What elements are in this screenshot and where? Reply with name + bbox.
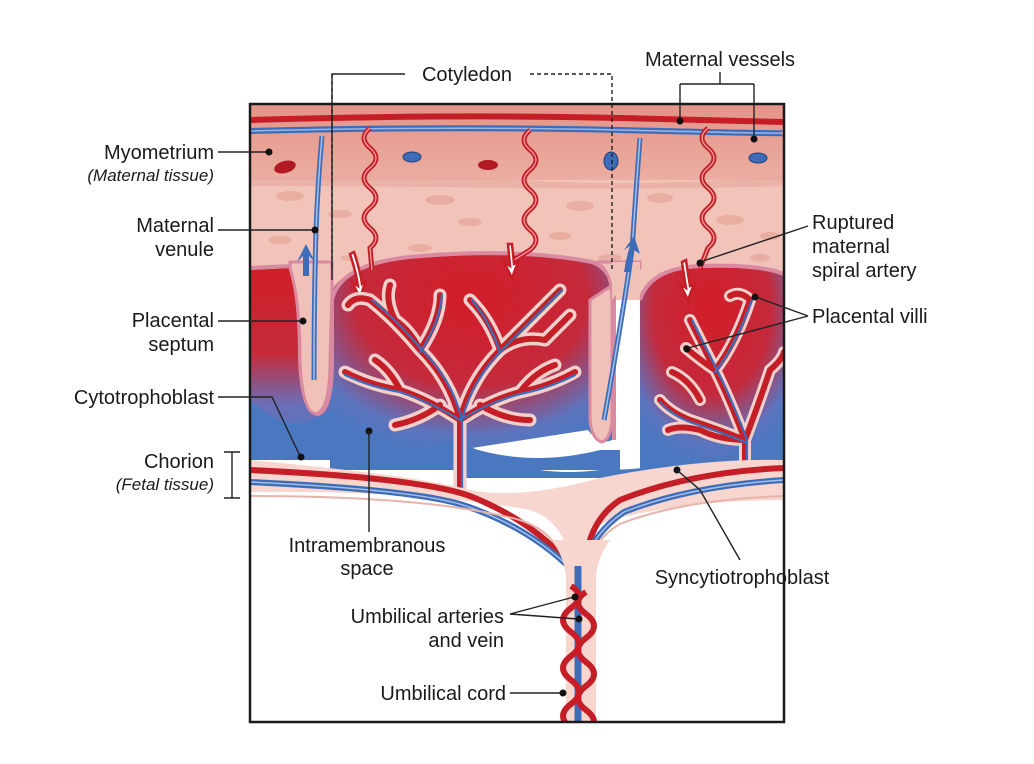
villous-tree-right: [654, 287, 784, 486]
label-placental-villi: Placental villi: [812, 306, 928, 328]
chorionic-plate: [250, 459, 784, 560]
label-intramembranous-line2: space: [340, 558, 393, 580]
umbilical-av-callout: Umbilical arteries and vein: [351, 593, 583, 652]
maternal-venule-callout: Maternal venule: [136, 215, 319, 261]
label-maternal-venule-line1: Maternal: [136, 215, 214, 237]
spiral-arteries: [361, 126, 717, 271]
venous-return-arrows: [297, 236, 640, 276]
myometrium-callout: Myometrium (Maternal tissue): [87, 142, 273, 185]
ruptured-artery-callout: Ruptured maternal spiral artery: [696, 212, 916, 282]
placental-septum-left: [288, 260, 334, 416]
maternal-vessels-callout: Maternal vessels: [645, 49, 795, 143]
villous-tree-center: [338, 278, 582, 497]
placental-septum-callout: Placental septum: [132, 310, 307, 356]
cotyledon-bracket: Cotyledon: [331, 64, 613, 280]
label-placental-septum-line1: Placental: [132, 310, 214, 332]
intramembranous-callout: Intramembranous space: [289, 427, 446, 580]
label-myometrium-sub: (Maternal tissue): [87, 166, 214, 185]
diagram-frame: [248, 102, 786, 724]
label-ruptured-line2: maternal: [812, 236, 890, 258]
arterial-flow-arrows: [348, 242, 697, 304]
label-ruptured-line3: spiral artery: [812, 260, 916, 282]
syncytiotrophoblast-callout: Syncytiotrophoblast: [655, 466, 830, 589]
umbilical-vessels: [560, 566, 597, 722]
cytotrophoblast-callout: Cytotrophoblast: [74, 387, 305, 461]
label-chorion-sub: (Fetal tissue): [116, 475, 214, 494]
label-umbilical-av-line1: Umbilical arteries: [351, 606, 504, 628]
chorion-callout: Chorion (Fetal tissue): [116, 451, 240, 499]
placental-villi-callout: Placental villi: [683, 293, 928, 353]
label-maternal-venule-line2: venule: [155, 239, 214, 261]
tissue-texture: [268, 191, 780, 265]
label-umbilical-av-line2: and vein: [428, 630, 504, 652]
label-maternal-vessels: Maternal vessels: [645, 49, 795, 71]
label-chorion: Chorion: [144, 451, 214, 473]
label-umbilical-cord: Umbilical cord: [380, 683, 506, 705]
label-cytotrophoblast: Cytotrophoblast: [74, 387, 215, 409]
label-intramembranous-line1: Intramembranous: [289, 535, 446, 557]
cross-section: [250, 104, 784, 722]
umbilical-cord-callout: Umbilical cord: [380, 683, 567, 705]
label-cotyledon: Cotyledon: [422, 64, 512, 86]
label-ruptured-line1: Ruptured: [812, 212, 894, 234]
label-myometrium: Myometrium: [104, 142, 214, 164]
label-placental-septum-line2: septum: [148, 334, 214, 356]
label-syncytiotrophoblast: Syncytiotrophoblast: [655, 567, 830, 589]
